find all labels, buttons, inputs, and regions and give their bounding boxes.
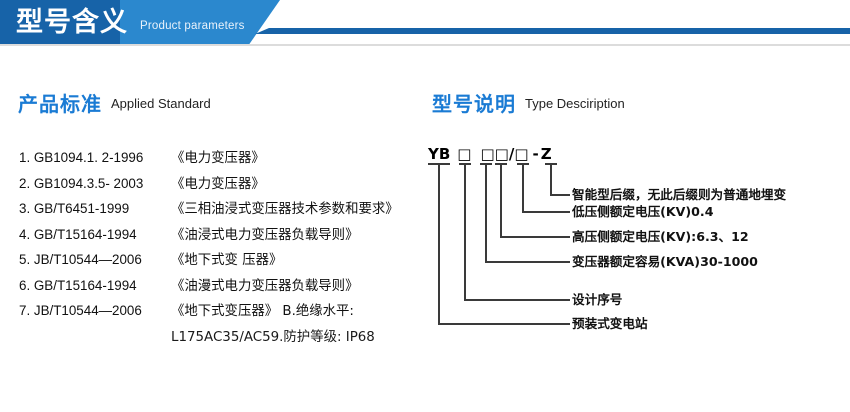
standard-code: 3. GB/T6451-1999	[19, 201, 130, 216]
standard-continuation-line: L175AC35/AC59.防护等级: IP68	[171, 329, 375, 345]
code-part-capacity: □□	[480, 145, 509, 163]
callout-station: 预装式变电站	[572, 316, 648, 331]
standard-row: 4. GB/T15164-1994 《油浸式电力变压器负载导则》	[19, 223, 439, 249]
code-part-lv: □	[514, 145, 529, 163]
callout-design-no: 设计序号	[572, 292, 623, 307]
applied-standard-heading-cn: 产品标准	[18, 92, 102, 116]
callout-suffix: 智能型后缀，无此后缀则为普通地埋变	[572, 187, 787, 202]
standard-title: 《电力变压器》	[171, 151, 265, 166]
standard-title: 《油浸式电力变压器负载导则》	[171, 227, 359, 243]
standard-row: 5. JB/T10544—2006 《地下式变 压器》	[19, 248, 439, 274]
type-description-heading-cn: 型号说明	[432, 92, 516, 116]
banner-light-block	[120, 0, 280, 46]
code-part-yb: YB	[428, 145, 451, 163]
standard-code: 2. GB1094.3.5- 2003	[19, 175, 144, 191]
banner-tail-bar	[255, 28, 850, 34]
standard-title: 《三相油浸式变压器技术参数和要求》	[171, 202, 399, 217]
standard-row: 3. GB/T6451-1999 《三相油浸式变压器技术参数和要求》	[19, 197, 439, 223]
standard-code: 5. JB/T10544—2006	[19, 252, 142, 267]
standard-code: 7. JB/T10544—2006	[19, 303, 142, 318]
standard-code: 4. GB/T15164-1994	[19, 226, 137, 242]
type-description-heading: 型号说明 Type Desciription	[432, 88, 625, 117]
banner-divider	[0, 44, 850, 46]
type-code-string: YB□□□/□-Z	[428, 145, 552, 163]
standards-list: 1. GB1094.1. 2-1996《电力变压器》2. GB1094.3.5-…	[19, 146, 439, 350]
page-banner: 型号含义 Product parameters	[0, 0, 850, 46]
standard-title: 《地下式变 压器》	[171, 253, 283, 268]
code-part-design: □	[457, 145, 472, 163]
applied-standard-heading: 产品标准 Applied Standard	[18, 88, 211, 117]
standard-row: 7. JB/T10544—2006 《地下式变压器》 B.绝缘水平:	[19, 299, 439, 325]
standard-title: 《电力变压器》	[171, 176, 265, 192]
code-part-z: Z	[540, 145, 552, 163]
standard-title: 《油漫式电力变压器负载导则》	[171, 278, 359, 294]
leader-lines	[428, 163, 570, 325]
banner-title-english: Product parameters	[140, 20, 245, 32]
applied-standard-heading-en: Applied Standard	[111, 96, 211, 111]
type-description-heading-en: Type Desciription	[525, 96, 625, 111]
code-part-slash: /	[508, 145, 515, 163]
standard-row: 2. GB1094.3.5- 2003 《电力变压器》	[19, 172, 439, 198]
standard-title: 《地下式变压器》 B.绝缘水平:	[171, 304, 354, 319]
standard-code: 6. GB/T15164-1994	[19, 277, 137, 293]
banner-title-chinese: 型号含义	[16, 7, 128, 38]
code-part-dash: -	[532, 145, 539, 163]
standard-row: 6. GB/T15164-1994 《油漫式电力变压器负载导则》	[19, 274, 439, 300]
type-code-diagram: YB□□□/□-Z 智能型后缀，无此后缀则为普通地埋变 低压侧额定电压(KV)0…	[420, 140, 850, 340]
standard-row: 1. GB1094.1. 2-1996 《电力变压器》	[19, 146, 439, 172]
callout-lv-voltage: 低压侧额定电压(KV)0.4	[572, 204, 714, 219]
callout-capacity: 变压器额定容易(KVA)30-1000	[572, 254, 758, 269]
banner-dark-block	[0, 0, 131, 46]
callout-hv-voltage: 高压侧额定电压(KV):6.3、12	[572, 229, 749, 244]
standard-code: 1. GB1094.1. 2-1996	[19, 150, 144, 165]
